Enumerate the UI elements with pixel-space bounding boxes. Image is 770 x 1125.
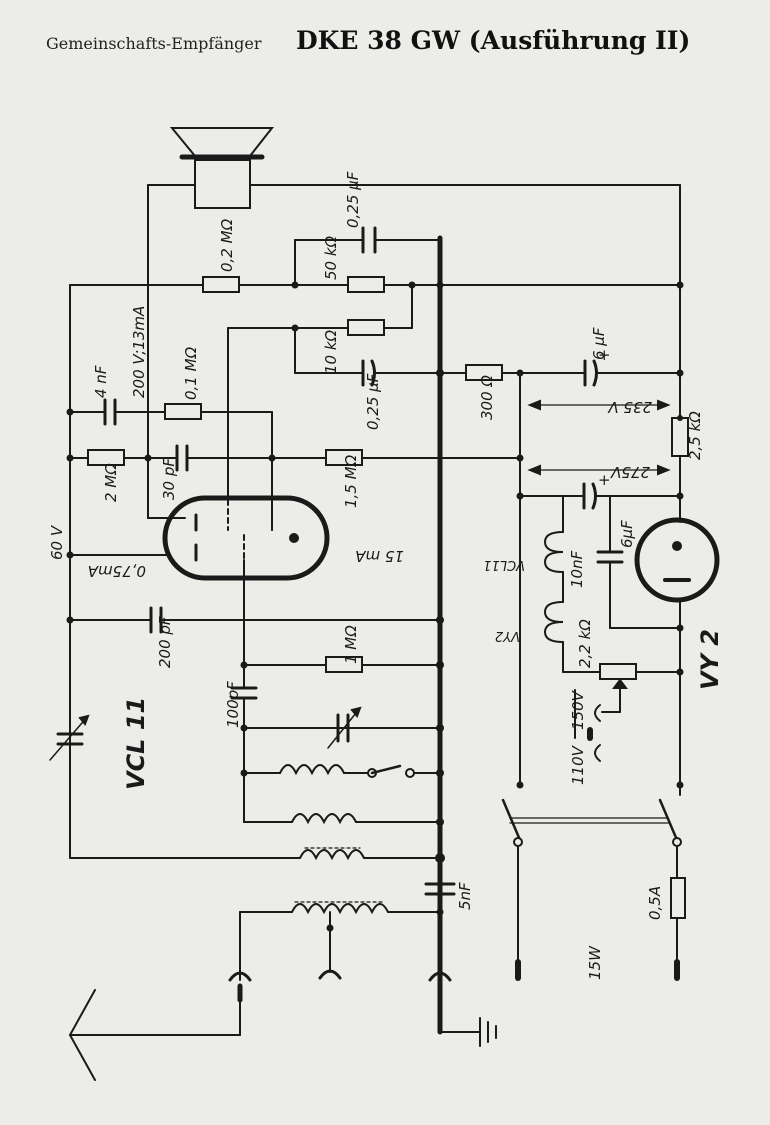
label-c-6uF: 6µF — [618, 520, 636, 548]
svg-text:+: + — [598, 471, 611, 489]
label-r-10k: 10 kΩ — [322, 329, 340, 374]
label-r-1M: 1 MΩ — [342, 625, 360, 664]
label-r-01: 0,1 MΩ — [182, 346, 200, 400]
label-v-60: 60 V — [48, 524, 66, 560]
resistor-50k — [347, 276, 385, 293]
label-v-110: 110V — [569, 744, 587, 785]
label-r-15M: 1,5 MΩ — [342, 454, 360, 508]
label-c-200pF: 200 pF — [156, 616, 174, 668]
loudspeaker-symbol — [169, 127, 275, 209]
label-r-50k: 50 kΩ — [322, 235, 340, 280]
label-i-075: 0,75mA — [88, 562, 146, 580]
polarity-marks: + + — [598, 346, 611, 489]
label-r-25k: 2,5 kΩ — [686, 411, 704, 460]
label-tube-vcl: VCL 11 — [122, 697, 150, 790]
title-main: DKE 38 GW (Ausführung II) — [296, 26, 691, 55]
resistor-01M — [164, 403, 202, 420]
resistor-2M — [87, 449, 125, 466]
tube-vy2 — [634, 517, 720, 603]
label-v-150: 150V — [569, 689, 587, 730]
label-c-6uF-top: 6 µF — [590, 327, 608, 360]
label-c-025-mid: 0,25 µF — [364, 373, 382, 430]
label-i-15: 15 mA — [355, 547, 404, 565]
label-meter: 200 V;13mA — [130, 306, 148, 398]
resistor-10k — [347, 319, 385, 336]
label-power: 15W — [586, 945, 604, 980]
resistor-02M — [202, 276, 240, 293]
label-r-22k: 2,2 kΩ — [576, 619, 594, 668]
fuse-symbol — [670, 877, 686, 919]
inverted-labels: 235 V 275V 0,75mA 15 mA VCL11 VY2 — [88, 398, 652, 643]
title-prefix: Gemeinschafts-Empfänger — [46, 34, 262, 53]
label-r-2M: 2 MΩ — [102, 463, 120, 502]
label-fuse: 0,5A — [646, 886, 664, 920]
label-c-10nF: 10nF — [568, 550, 586, 588]
label-v-235: 235 V — [607, 398, 652, 416]
label-c-4nF: 4 nF — [92, 365, 110, 398]
label-r-300: 300 Ω — [478, 375, 496, 420]
label-c-30pF: 30 pF — [160, 458, 178, 500]
label-c-5nF: 5nF — [456, 882, 474, 910]
label-v-275: 275V — [609, 463, 650, 481]
tube-vcl11 — [162, 495, 330, 581]
junction-dots — [66, 281, 684, 932]
label-c-100pF: 100pF — [224, 681, 242, 728]
label-vcl11-heater: VCL11 — [483, 557, 525, 572]
label-tube-vy: VY 2 — [696, 629, 724, 690]
component-labels: 0,25 µF 0,2 MΩ 50 kΩ 10 kΩ 0,25 µF 200 V… — [48, 171, 724, 980]
label-c-025-top: 0,25 µF — [344, 171, 362, 228]
potentiometer-22k — [599, 663, 637, 680]
svg-text:+: + — [598, 346, 611, 364]
label-r-02: 0,2 MΩ — [218, 218, 236, 272]
label-vy2-heater: VY2 — [495, 628, 520, 643]
